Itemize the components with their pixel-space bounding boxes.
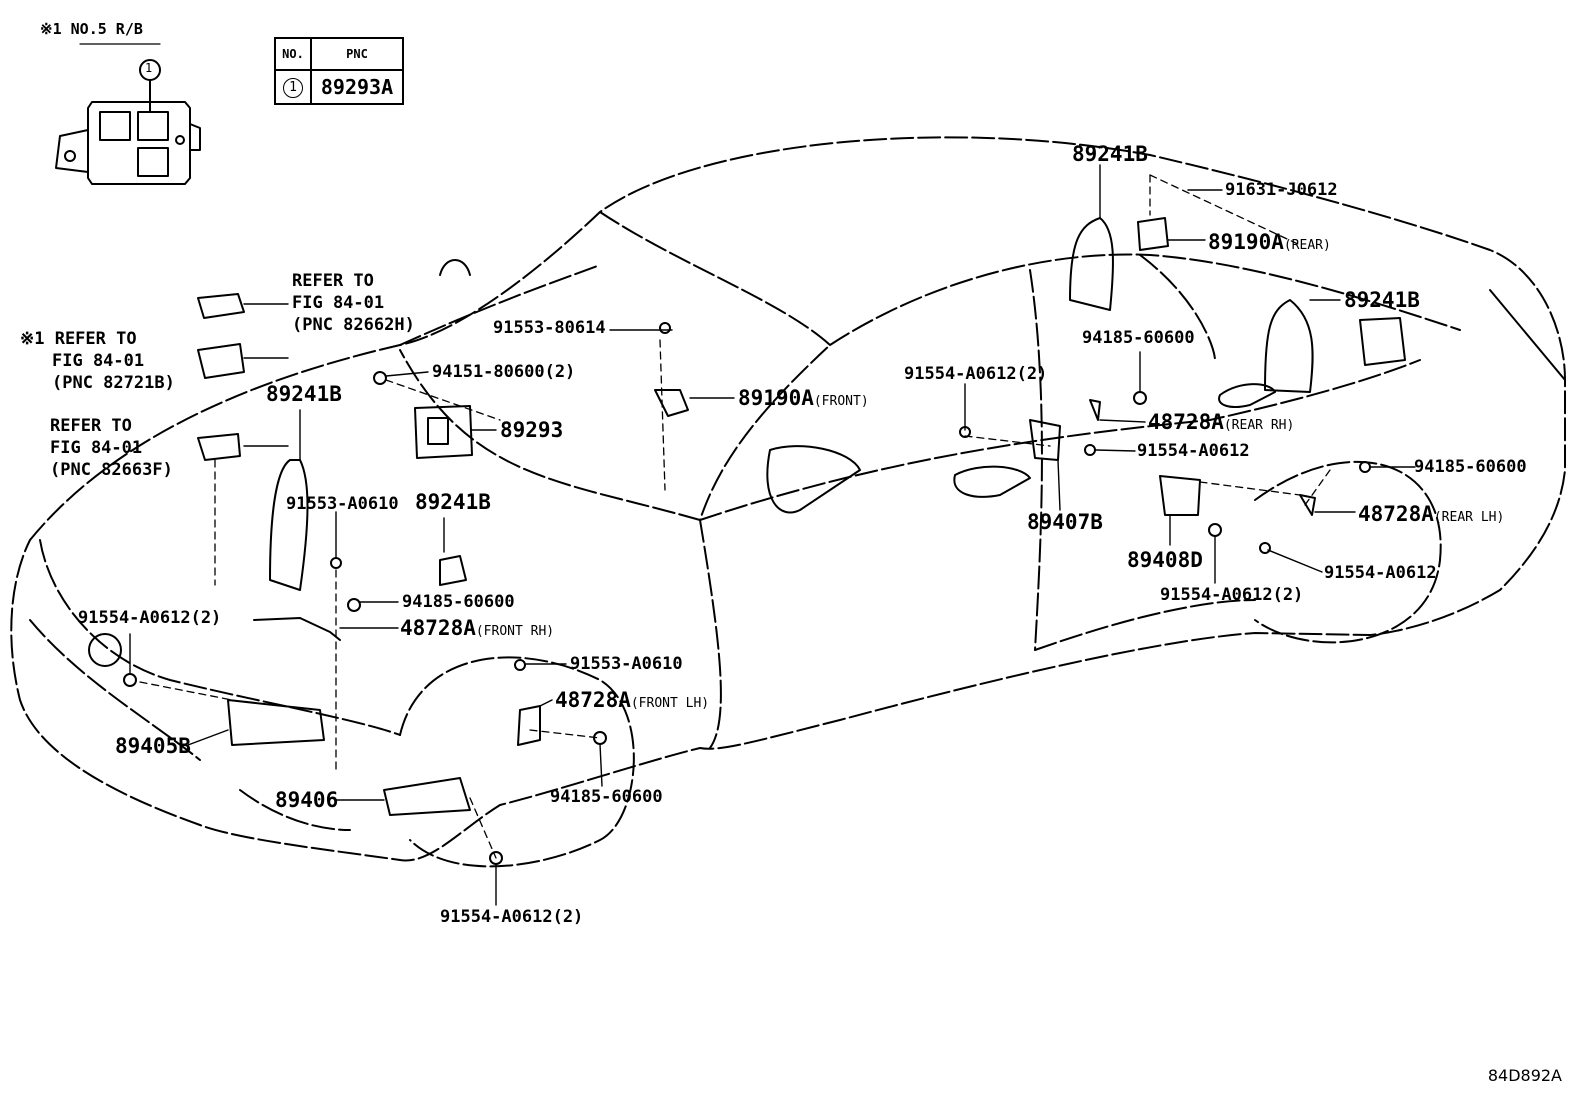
leader-lines — [129, 164, 1416, 906]
part-note: (FRONT) — [813, 394, 869, 409]
table-row: 1 89293A — [274, 69, 404, 105]
part-label-89407b[interactable]: 89407B — [1027, 510, 1103, 534]
pnc-row-value: 89293A — [310, 69, 404, 105]
part-label-91554-a0612-2-bottom[interactable]: 91554-A0612(2) — [440, 907, 584, 927]
part-number: 48728A — [1148, 410, 1224, 434]
part-label-89190a-front[interactable]: 89190A(FRONT) — [738, 386, 869, 410]
part-label-89241b-center[interactable]: 89241B — [415, 490, 491, 514]
reference-line: FIG 84-01 — [292, 293, 385, 313]
part-label-89405b[interactable]: 89405B — [115, 734, 191, 758]
car-details — [88, 259, 1566, 667]
part-number: 48728A — [400, 616, 476, 640]
part-note: (REAR LH) — [1433, 510, 1505, 525]
pnc-table-header: NO. PNC — [274, 37, 404, 71]
part-note: (FRONT RH) — [475, 624, 555, 639]
part-label-94185-60600-rr[interactable]: 94185-60600 — [1082, 328, 1195, 348]
part-label-89241b-roof[interactable]: 89241B — [1072, 142, 1148, 166]
reference-line: REFER TO — [292, 271, 374, 291]
part-number: 89190A — [1208, 230, 1284, 254]
part-label-48728a-rear-lh[interactable]: 48728A(REAR LH) — [1358, 502, 1504, 526]
pnc-row-no-value: 1 — [283, 78, 303, 98]
dashed-links — [139, 174, 1331, 859]
part-label-89408d[interactable]: 89408D — [1127, 548, 1203, 572]
reference-line: (PNC 82662H) — [292, 315, 415, 335]
part-label-91554-a0612-2-mid[interactable]: 91554-A0612(2) — [904, 364, 1048, 384]
part-label-89241b-front[interactable]: 89241B — [266, 382, 342, 406]
pnc-header-pnc: PNC — [310, 37, 404, 71]
pnc-header-no: NO. — [274, 37, 312, 71]
catalog-number: 84D892A — [1487, 1066, 1562, 1085]
reference-82663f: REFER TO FIG 84-01 (PNC 82663F) — [50, 415, 173, 481]
reference-82721b: ※1 REFER TO FIG 84-01 (PNC 82721B) — [20, 328, 175, 394]
reference-line: REFER TO — [50, 416, 132, 436]
part-label-94185-60600-rear-lh[interactable]: 94185-60600 — [1414, 457, 1527, 477]
part-label-89190a-rear[interactable]: 89190A(REAR) — [1208, 230, 1331, 254]
car-body-outline — [10, 136, 1566, 868]
part-label-91554-a0612-rear[interactable]: 91554-A0612 — [1324, 563, 1437, 583]
part-label-89406[interactable]: 89406 — [275, 788, 339, 812]
part-label-91554-a0612-mid[interactable]: 91554-A0612 — [1137, 441, 1250, 461]
reference-line: FIG 84-01 — [50, 438, 143, 458]
reference-line: (PNC 82721B) — [52, 373, 175, 393]
part-label-94185-60600-front[interactable]: 94185-60600 — [402, 592, 515, 612]
part-note: (FRONT LH) — [630, 696, 710, 711]
relay-box-callout: 1 — [145, 61, 153, 75]
part-label-91553-a0610-front[interactable]: 91553-A0610 — [286, 494, 399, 514]
part-label-91553-a0610-wheel[interactable]: 91553-A0610 — [570, 654, 683, 674]
part-number: 48728A — [1358, 502, 1434, 526]
part-label-94185-60600-wheel[interactable]: 94185-60600 — [550, 787, 663, 807]
reference-line: FIG 84-01 — [52, 351, 145, 371]
part-label-91631-j0612[interactable]: 91631-J0612 — [1225, 180, 1338, 200]
part-number: 89190A — [738, 386, 814, 410]
part-label-89293[interactable]: 89293 — [500, 418, 564, 442]
part-label-91554-a0612-2-left[interactable]: 91554-A0612(2) — [78, 608, 222, 628]
part-label-48728a-front-rh[interactable]: 48728A(FRONT RH) — [400, 616, 554, 640]
relay-box-drawing — [55, 43, 201, 185]
reference-line: (PNC 82663F) — [50, 460, 173, 480]
part-label-48728a-rear-rh[interactable]: 48728A(REAR RH) — [1148, 410, 1294, 434]
part-label-48728a-front-lh[interactable]: 48728A(FRONT LH) — [555, 688, 709, 712]
part-label-89241b-rear[interactable]: 89241B — [1344, 288, 1420, 312]
part-number: 48728A — [555, 688, 631, 712]
part-note: (REAR) — [1283, 238, 1331, 253]
part-note: (REAR RH) — [1223, 418, 1295, 433]
pnc-row-no: 1 — [274, 69, 312, 105]
pnc-table: NO. PNC 1 89293A — [274, 37, 404, 105]
part-label-91553-80614[interactable]: 91553-80614 — [493, 318, 606, 338]
part-label-94151-80600[interactable]: 94151-80600(2) — [432, 362, 576, 382]
relay-box-title: ※1 NO.5 R/B — [40, 20, 143, 38]
reference-line: ※1 REFER TO — [20, 329, 137, 349]
part-label-91554-a0612-2-rear[interactable]: 91554-A0612(2) — [1160, 585, 1304, 605]
reference-82662h: REFER TO FIG 84-01 (PNC 82662H) — [292, 270, 415, 336]
